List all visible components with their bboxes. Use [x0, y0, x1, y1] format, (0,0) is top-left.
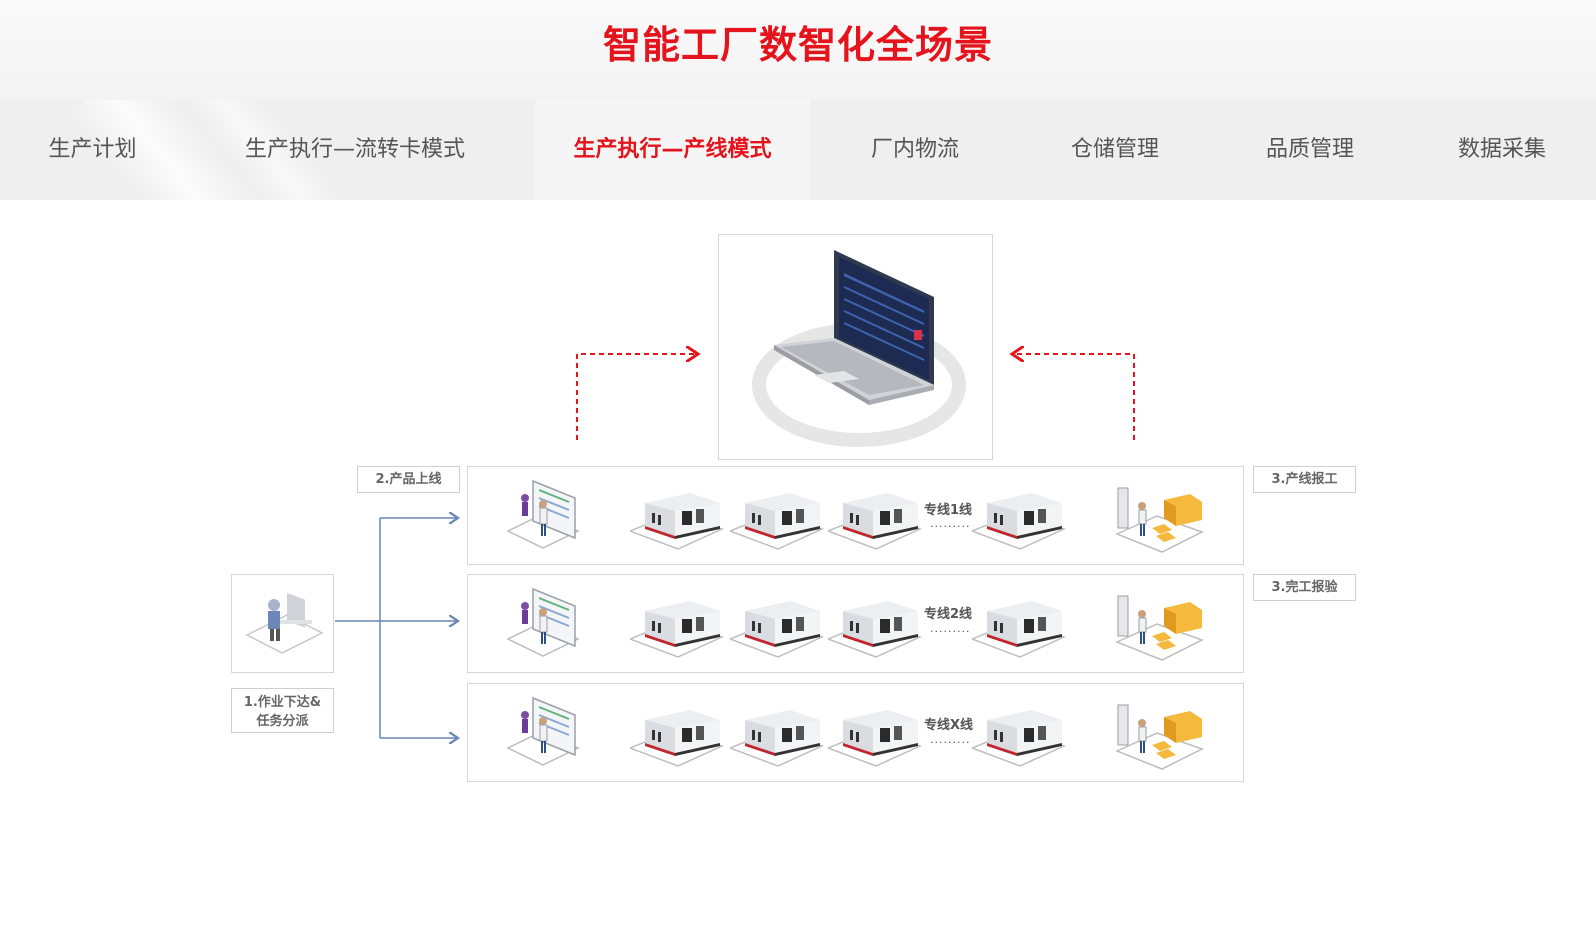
- step1-label-line1: 1.作业下达&: [243, 695, 322, 710]
- step3-inspection-label: 3.完工报验: [1253, 574, 1356, 601]
- kanban-board-operator-icon: [503, 476, 583, 560]
- line-1-dots: ·········: [930, 520, 971, 533]
- worker-goods-icon: [1112, 484, 1207, 558]
- kanban-board-operator-icon: [503, 584, 583, 668]
- tab-data-collection[interactable]: 数据采集: [1457, 137, 1546, 162]
- cnc-machine-icon: [727, 708, 825, 772]
- cnc-machine-icon: [969, 599, 1067, 663]
- flow-arrows: [335, 200, 1135, 940]
- worker-goods-icon: [1112, 701, 1207, 775]
- cnc-machine-icon: [727, 599, 825, 663]
- page-title: 智能工厂数智化全场景: [602, 23, 993, 67]
- line-2-label: 专线2线: [924, 607, 973, 622]
- system-box: [718, 234, 993, 460]
- step1-label: 1.作业下达& 任务分派: [231, 688, 334, 733]
- step1-label-line2: 任务分派: [256, 714, 309, 729]
- cnc-machine-icon: [825, 599, 923, 663]
- worker-goods-icon: [1112, 592, 1207, 666]
- cnc-machine-icon: [627, 708, 725, 772]
- cnc-machine-icon: [825, 491, 923, 555]
- cnc-machine-icon: [969, 708, 1067, 772]
- step3-report-label: 3.产线报工: [1253, 466, 1356, 493]
- tab-execution-line-mode[interactable]: 生产执行—产线模式: [535, 100, 810, 200]
- page-header: 智能工厂数智化全场景: [0, 0, 1596, 100]
- tab-execution-card-mode[interactable]: 生产执行—流转卡模式: [244, 137, 465, 162]
- line-2-dots: ·········: [930, 625, 971, 638]
- scenario-tabs: 生产计划 生产执行—流转卡模式 生产执行—产线模式 厂内物流 仓储管理 品质管理…: [0, 100, 1596, 200]
- line-1-label: 专线1线: [924, 503, 973, 518]
- kanban-board-operator-icon: [503, 693, 583, 777]
- laptop-icon: [752, 250, 966, 447]
- step2-label: 2.产品上线: [357, 466, 460, 493]
- tab-logistics[interactable]: 厂内物流: [870, 137, 959, 162]
- cnc-machine-icon: [727, 491, 825, 555]
- dispatcher-box: [231, 574, 334, 673]
- line-mode-diagram: 1.作业下达& 任务分派 2.产品上线 3.产线报工 3.完工报验 专线1线 ·…: [0, 200, 1596, 940]
- cnc-machine-icon: [825, 708, 923, 772]
- cnc-machine-icon: [969, 491, 1067, 555]
- tab-production-plan[interactable]: 生产计划: [48, 137, 137, 162]
- cnc-machine-icon: [627, 599, 725, 663]
- line-x-label: 专线X线: [924, 718, 974, 733]
- operator-desk-icon: [245, 593, 324, 654]
- cnc-machine-icon: [627, 491, 725, 555]
- line-x-dots: ·········: [930, 736, 971, 749]
- tab-quality[interactable]: 品质管理: [1265, 137, 1354, 162]
- tab-warehouse[interactable]: 仓储管理: [1070, 137, 1159, 162]
